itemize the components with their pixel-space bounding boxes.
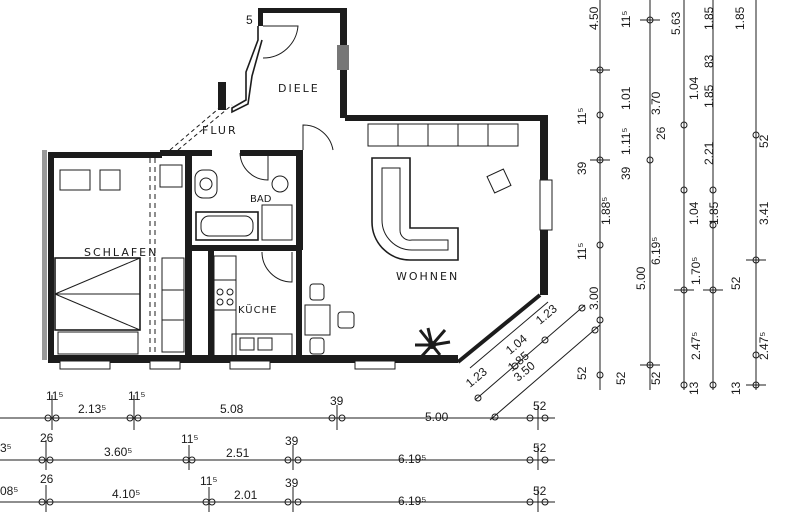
dim-label: 2.01 (234, 488, 258, 502)
dim-label: 6.19⁵ (398, 452, 426, 466)
plant-icon (415, 327, 451, 358)
dim-label: 6.19⁵ (398, 494, 426, 508)
dim-label: 11⁵ (575, 243, 589, 260)
dim-label: 5.08 (220, 402, 244, 416)
dim-label: 11⁵ (619, 11, 633, 28)
dim-label: 2.21 (702, 141, 716, 165)
dim-label: 3.60⁵ (104, 445, 132, 459)
dim-label: 2.47⁵ (689, 332, 703, 360)
dim-label: 1.85 (702, 6, 716, 30)
dim-label: 3⁵ (0, 441, 12, 455)
room-label-diele: DIELE (278, 82, 320, 95)
dim-label: 52 (533, 399, 547, 413)
dim-label: 39 (575, 161, 589, 175)
doors (149, 25, 334, 355)
dim-label: 52 (649, 371, 663, 385)
dim-label: 52 (614, 371, 628, 385)
door-mark: 5 (246, 13, 253, 27)
dim-label: 1.85 (733, 6, 747, 30)
dim-label: 39 (285, 476, 299, 490)
room-labels: DIELE FLUR BAD SCHLAFEN WOHNEN KÜCHE 5 (84, 13, 459, 316)
room-label-schlafen: SCHLAFEN (84, 246, 158, 259)
dim-label: 1.04 (687, 201, 701, 225)
room-label-kueche: KÜCHE (238, 303, 277, 316)
dim-label: 52 (575, 366, 589, 380)
dimension-labels-right: 4.50 11⁵ 39 11⁵ 3.00 52 11⁵ 1.01 1.11⁵ 3… (575, 6, 771, 395)
dim-label: 52 (757, 134, 771, 148)
dimension-lines-bottom (0, 395, 555, 512)
dim-label: 39 (285, 434, 299, 448)
dim-label: 1.23 (463, 364, 490, 390)
dim-label: 52 (729, 276, 743, 290)
dim-label: 1.11⁵ (619, 128, 633, 155)
dimension-lines-right (590, 0, 766, 390)
dim-label: 3.70 (649, 91, 663, 115)
dim-label: 11⁵ (46, 389, 63, 403)
dim-label: 83 (702, 54, 716, 68)
dim-label: 3.00 (587, 286, 601, 310)
dim-label: 26 (654, 126, 668, 140)
dim-label: 1.70⁵ (689, 257, 703, 285)
dim-label: 1.01 (619, 86, 633, 110)
dim-label: 5.63 (669, 11, 683, 35)
dim-label: 08⁵ (0, 484, 18, 498)
dim-label: 5.00 (425, 410, 449, 424)
dim-label: 1.88⁵ (599, 197, 613, 225)
dim-label: 11⁵ (181, 432, 198, 446)
dim-label: 1.04 (687, 76, 701, 100)
dim-label: 6.19⁵ (649, 237, 663, 265)
dim-label: 26 (40, 431, 54, 445)
room-label-flur: FLUR (202, 124, 238, 137)
dim-label: 2.51 (226, 446, 250, 460)
dimension-lines-diagonal (474, 304, 601, 421)
dim-label: 39 (330, 394, 344, 408)
dimension-labels-bottom: 11⁵ 2.13⁵ 11⁵ 5.08 39 5.00 52 26 3.60⁵ 1… (0, 389, 547, 508)
room-label-bad: BAD (250, 194, 272, 205)
dim-label: 11⁵ (128, 389, 145, 403)
dim-label: 5.00 (634, 266, 648, 290)
dim-label: 13 (687, 381, 701, 395)
dim-label: 4.10⁵ (112, 487, 140, 501)
dim-label: 13 (729, 381, 743, 395)
walls (42, 8, 553, 370)
dim-label: 52 (533, 484, 547, 498)
dim-label: 11⁵ (575, 108, 589, 125)
dim-label: 11⁵ (200, 474, 217, 488)
dim-label: 3.41 (757, 201, 771, 225)
dim-label: 4.50 (587, 6, 601, 30)
dim-label: 39 (619, 166, 633, 180)
room-label-wohnen: WOHNEN (396, 270, 459, 283)
furniture (54, 123, 519, 358)
dim-label: 2.13⁵ (78, 402, 106, 416)
dim-label: 52 (533, 441, 547, 455)
dim-label: 2.47⁵ (757, 332, 771, 360)
dim-label: 1.85 (707, 201, 721, 225)
dim-label: 26 (40, 472, 54, 486)
dim-label: 1.85 (702, 84, 716, 108)
dim-label: 1.23 (533, 301, 560, 327)
